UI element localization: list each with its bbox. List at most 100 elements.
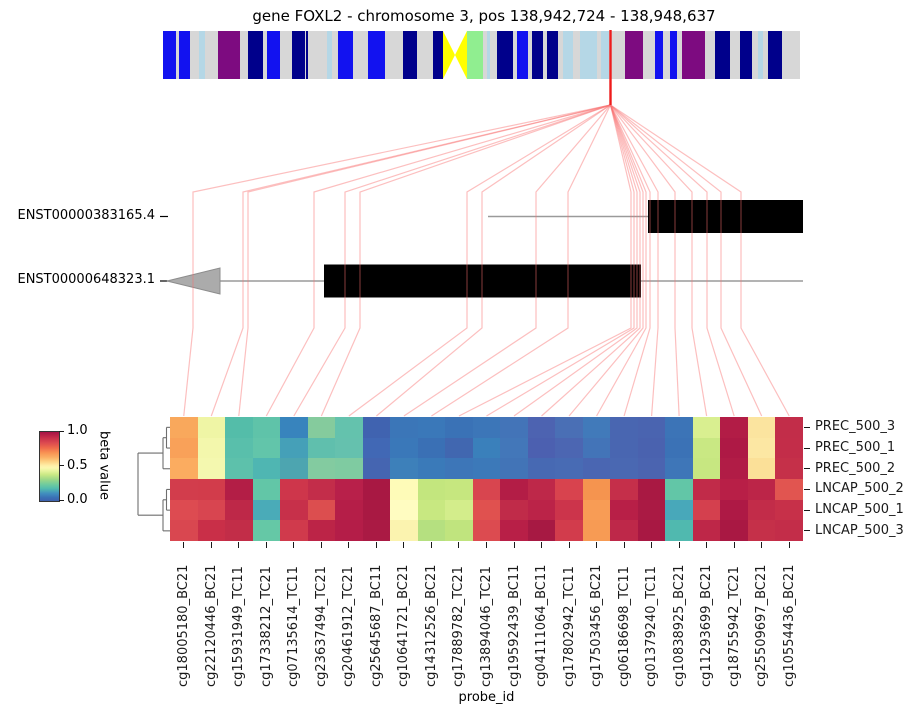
heatmap-cell — [362, 499, 391, 521]
ideogram-band — [487, 31, 490, 79]
colorbar-tick — [59, 499, 64, 501]
heatmap-cell — [335, 458, 363, 480]
heatmap-cell — [582, 437, 611, 459]
probe-id-label: cg13894046_TC21 — [478, 566, 494, 687]
probe-id-label: cg17889782_TC21 — [451, 566, 467, 687]
heatmap-cell — [472, 437, 501, 459]
sample-label: PREC_500_1 — [814, 440, 896, 456]
heatmap-cell — [692, 520, 721, 542]
x-axis-tick — [458, 541, 460, 548]
heatmap-cell — [390, 417, 418, 438]
x-axis-tick — [485, 541, 487, 548]
heatmap-cell — [335, 417, 363, 438]
heatmap-cell — [500, 437, 528, 459]
heatmap-cell — [610, 417, 638, 438]
y-axis-tick — [804, 426, 811, 428]
colorbar-tick — [59, 465, 64, 466]
colorbar — [39, 431, 60, 502]
x-axis-tick — [375, 541, 377, 548]
heatmap-cell — [252, 437, 281, 459]
probe-id-label: cg11293699_BC21 — [699, 564, 715, 687]
y-axis-tick — [804, 468, 811, 470]
heatmap-cell — [307, 499, 336, 521]
probe-id-label: cg18005180_BC21 — [176, 564, 192, 687]
ideogram-band — [563, 31, 573, 79]
heatmap-cell — [582, 520, 611, 542]
heatmap-cell — [500, 499, 528, 521]
heatmap-cell — [692, 499, 721, 521]
probe-id-label: cg17338212_TC21 — [258, 566, 274, 687]
x-axis-tick — [265, 541, 267, 548]
x-axis-tick — [293, 541, 295, 548]
heatmap-cell — [555, 437, 583, 459]
heatmap-cell — [747, 417, 776, 438]
colorbar-tick — [59, 430, 64, 432]
heatmap-cell — [775, 458, 803, 480]
heatmap-cell — [170, 458, 198, 480]
heatmap-cell — [225, 437, 253, 459]
heatmap-cell — [582, 417, 611, 438]
ideogram-band — [532, 31, 543, 79]
heatmap-cell — [720, 479, 748, 500]
heatmap-cell — [610, 499, 638, 521]
heatmap-cell — [720, 499, 748, 521]
probe-id-label: cg17802942_TC11 — [561, 566, 577, 687]
heatmap-cell — [610, 520, 638, 542]
heatmap-cell — [665, 458, 693, 480]
ideogram-band — [768, 31, 782, 79]
heatmap-cell — [445, 479, 473, 500]
heatmap-cell — [280, 417, 308, 438]
probe-id-label: cg20461912_TC21 — [341, 566, 357, 687]
probe-id-label: cg18755942_TC21 — [726, 566, 742, 687]
y-axis-tick — [804, 530, 811, 532]
heatmap-cell — [280, 520, 308, 542]
ideogram-band — [467, 31, 483, 79]
probe-connector-line — [596, 104, 647, 417]
probe-connector-line — [486, 104, 635, 417]
heatmap-cell — [170, 499, 198, 521]
probe-connector-line — [348, 104, 611, 417]
heatmap-cell — [610, 458, 638, 480]
probe-connector-line — [458, 104, 632, 417]
heatmap-cell — [500, 520, 528, 542]
x-axis-tick — [210, 541, 212, 548]
probe-id-label: cg01379240_TC11 — [644, 566, 660, 687]
heatmap-cell — [527, 520, 556, 542]
probe-connector-line — [183, 104, 611, 417]
probe-connector-line — [610, 104, 735, 417]
heatmap-cell — [472, 499, 501, 521]
probe-connector-line — [210, 104, 611, 417]
heatmap-cell — [417, 417, 446, 438]
heatmap-cell — [720, 458, 748, 480]
x-axis-tick — [238, 541, 240, 548]
heatmap-cell — [665, 479, 693, 500]
probe-id-label: cg06186698_TC11 — [616, 566, 632, 687]
heatmap-cell — [610, 479, 638, 500]
x-axis-tick — [761, 541, 763, 548]
sample-label: PREC_500_2 — [814, 460, 896, 476]
heatmap-cell — [582, 458, 611, 480]
heatmap-cell — [225, 520, 253, 542]
probe-connector-line — [431, 104, 612, 417]
probe-connector-line — [610, 104, 680, 417]
heatmap-cell — [747, 520, 776, 542]
heatmap-cell — [582, 479, 611, 500]
transcript-direction-arrow — [166, 267, 221, 295]
probe-connector-line — [610, 104, 763, 417]
heatmap-cell — [527, 499, 556, 521]
heatmap-cell — [555, 479, 583, 500]
heatmap-cell — [362, 520, 391, 542]
heatmap-cell — [307, 437, 336, 459]
plot-title: gene FOXL2 - chromosome 3, pos 138,942,7… — [252, 7, 716, 25]
y-axis-tick — [804, 509, 811, 511]
heatmap-cell — [280, 437, 308, 459]
heatmap-cell — [637, 520, 666, 542]
centromere-left — [443, 31, 455, 79]
heatmap-cell — [445, 499, 473, 521]
heatmap-cell — [527, 437, 556, 459]
probe-id-label: cg10554436_BC21 — [781, 564, 797, 687]
colorbar-title: beta value — [96, 430, 112, 500]
y-axis-tick — [804, 488, 811, 490]
heatmap-cell — [197, 458, 226, 480]
